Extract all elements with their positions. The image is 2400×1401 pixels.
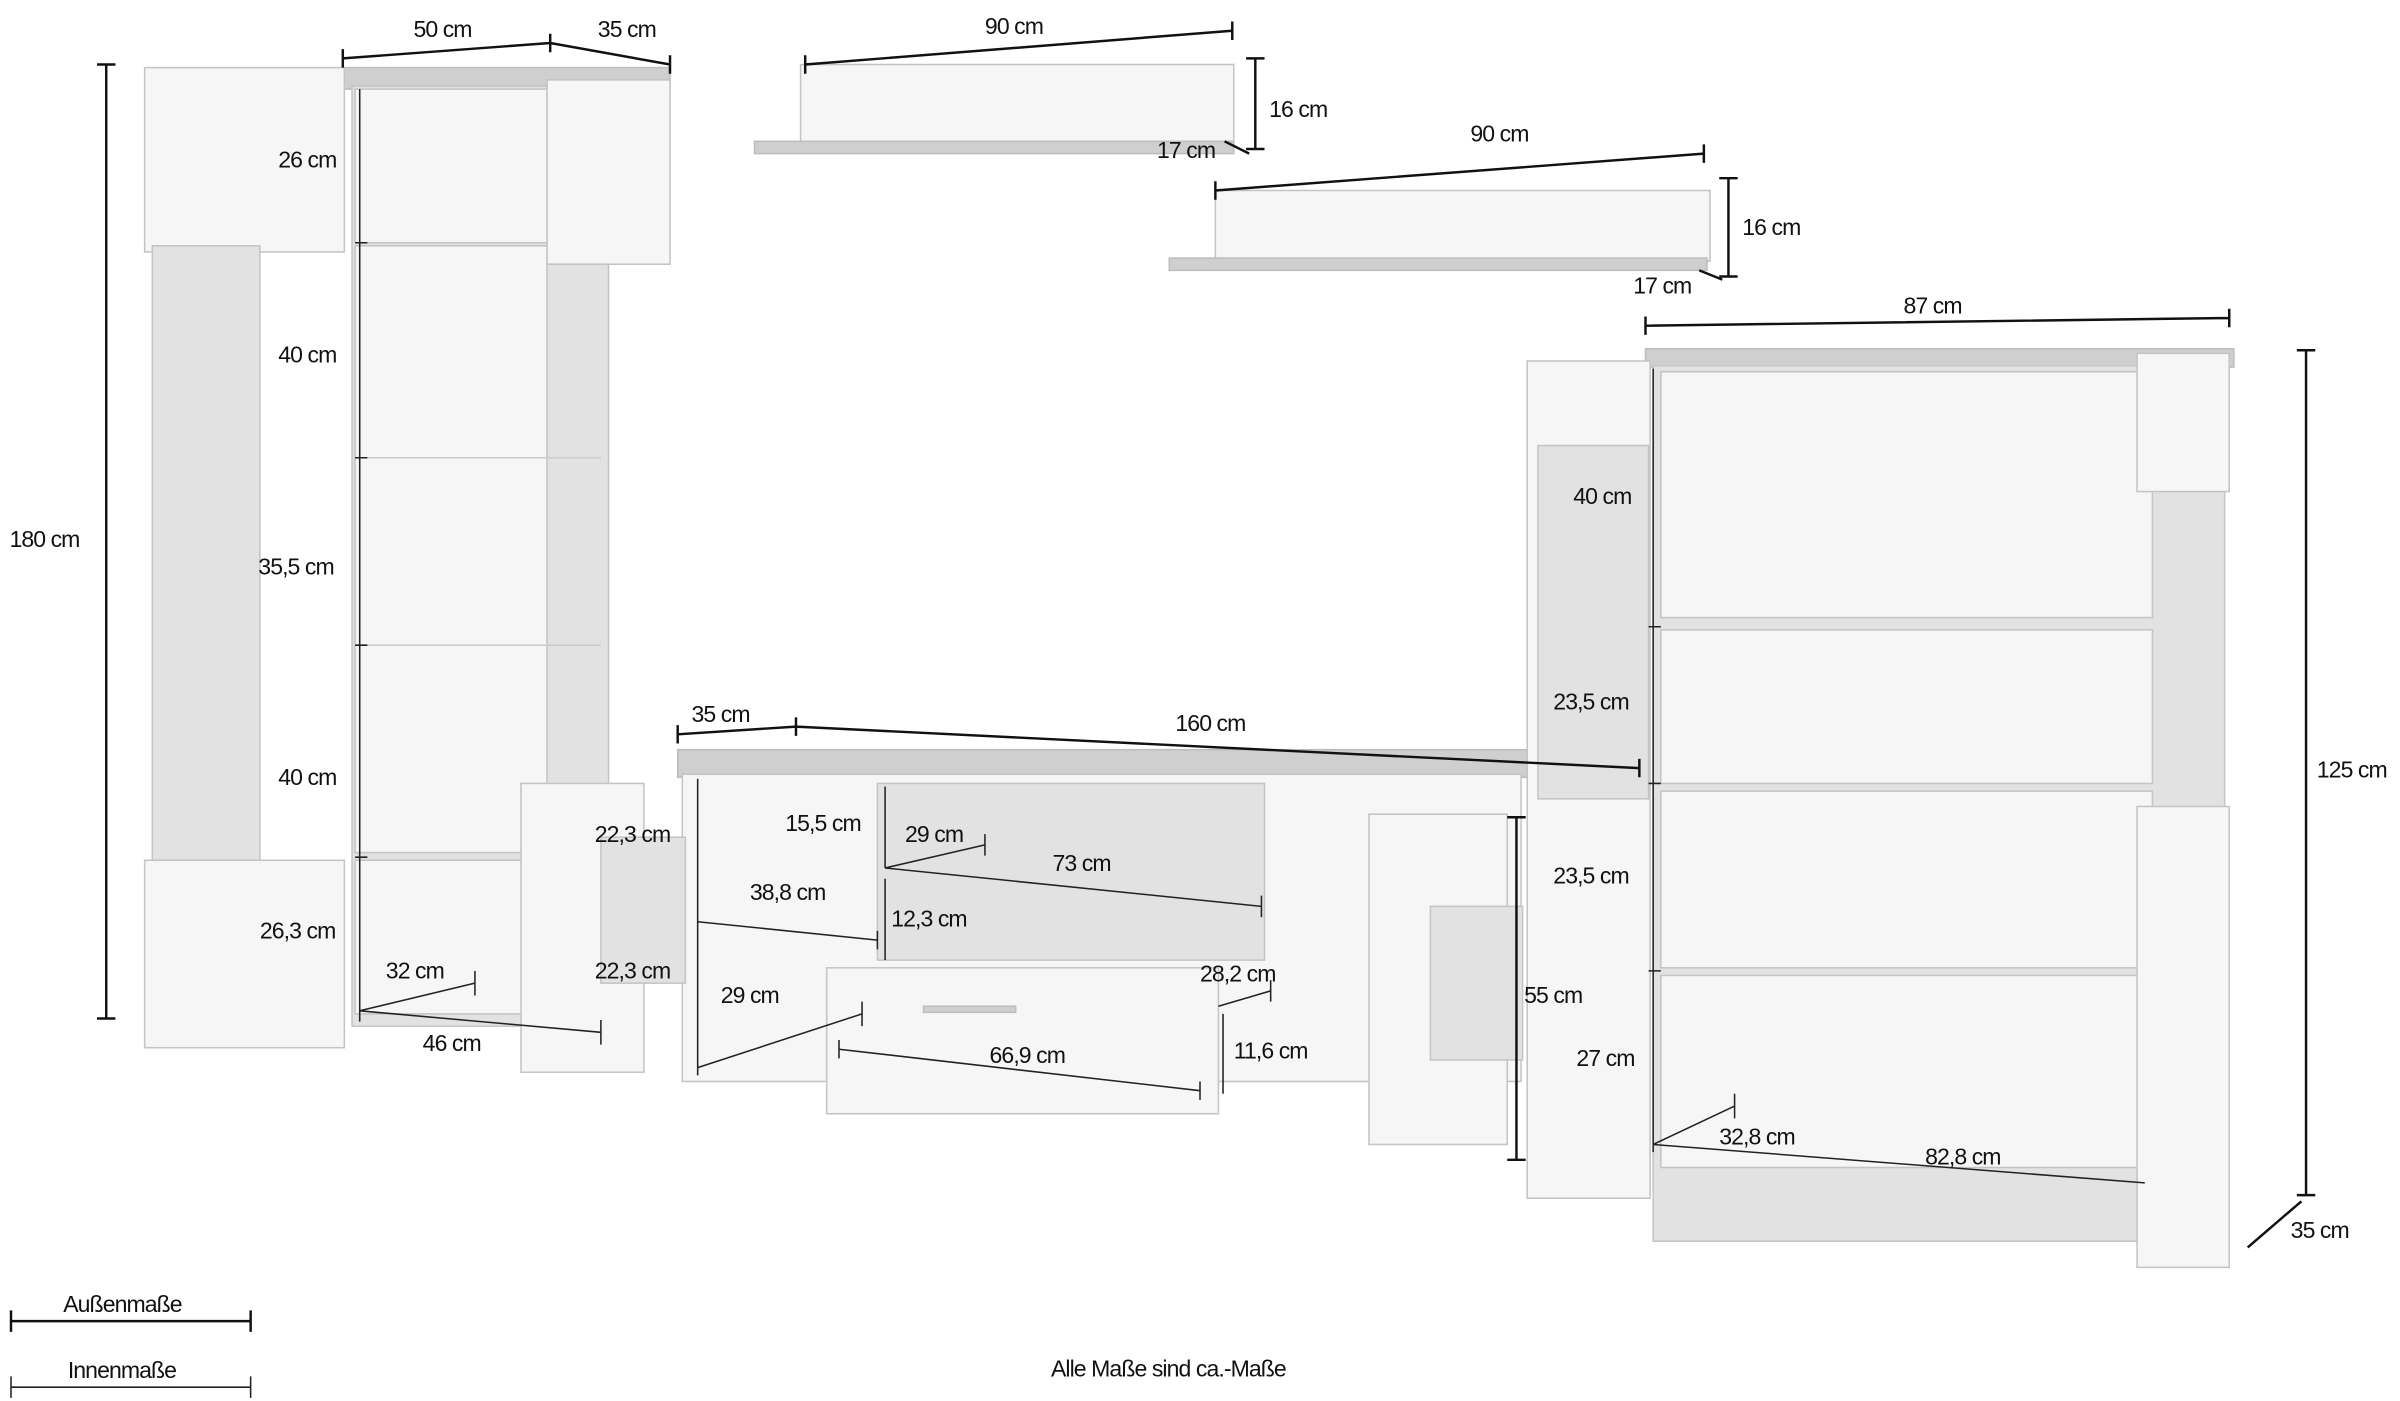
right-compartment-3-label: 23,5 cm <box>1553 862 1628 888</box>
left-compartment-3-label: 35,5 cm <box>258 554 333 580</box>
left-vitrine <box>143 66 671 1074</box>
left-inner-width-label: 46 cm <box>423 1030 481 1056</box>
right-depth-label: 35 cm <box>2291 1217 2349 1243</box>
left-depth-label: 35 cm <box>598 16 656 42</box>
right-inner-width-label: 82,8 cm <box>1925 1143 2000 1169</box>
legend-outer-line <box>9 1310 252 1332</box>
shelf2-depth-label: 17 cm <box>1633 272 1691 298</box>
tv-width-label: 160 cm <box>1175 710 1245 736</box>
tv-height-label: 55 cm <box>1524 982 1582 1008</box>
left-compartment-1-label: 26 cm <box>278 146 336 172</box>
legend-outer-label: Außenmaße <box>63 1291 182 1317</box>
tv-open-depth-label: 29 cm <box>905 821 963 847</box>
left-compartment-5-label: 26,3 cm <box>260 918 335 944</box>
tv-depth-label: 35 cm <box>692 701 750 727</box>
right-inner-depth-label: 32,8 cm <box>1719 1123 1794 1149</box>
shelf1-depth-label: 17 cm <box>1157 137 1215 163</box>
left-compartment-2-label: 40 cm <box>278 342 336 368</box>
shelf2-width-label: 90 cm <box>1470 120 1528 146</box>
legend-inner-label: Innenmaße <box>68 1357 176 1383</box>
legend: Außenmaße Innenmaße <box>9 1291 252 1398</box>
wall-shelf-2 <box>1168 189 1711 272</box>
dimension-lines <box>97 21 2316 1249</box>
drawer-width-label: 66,9 cm <box>990 1042 1065 1068</box>
right-compartment-1-label: 40 cm <box>1573 483 1631 509</box>
tv-mid-height-label: 12,3 cm <box>891 905 966 931</box>
right-height-label: 125 cm <box>2317 756 2387 782</box>
left-compartment-4-label: 40 cm <box>278 764 336 790</box>
right-highboard <box>1526 347 2235 1269</box>
drawer-height-label: 11,6 cm <box>1234 1037 1308 1063</box>
drawer-depth-label: 28,2 cm <box>1200 961 1275 987</box>
shelf1-height-label: 16 cm <box>1269 96 1327 122</box>
wall-shelf-1 <box>753 63 1235 155</box>
tv-open-width-label: 73 cm <box>1053 850 1111 876</box>
legend-inner-line <box>10 1376 252 1398</box>
right-width-label: 87 cm <box>1904 292 1962 318</box>
tv-open-height-label: 15,5 cm <box>785 810 860 836</box>
left-width-label: 50 cm <box>413 16 471 42</box>
right-compartment-4-label: 27 cm <box>1576 1045 1634 1071</box>
dimension-labels: 180 cm 50 cm 35 cm 26 cm 40 cm 35,5 cm 4… <box>9 13 2387 1243</box>
tv-bench <box>600 748 1539 1146</box>
left-height-label: 180 cm <box>9 526 79 552</box>
left-inner-depth-label: 32 cm <box>386 958 444 984</box>
shelf2-height-label: 16 cm <box>1742 214 1800 240</box>
tv-left-width-label: 38,8 cm <box>750 879 825 905</box>
tv-left-compartment-2-label: 22,3 cm <box>595 958 670 984</box>
shelf1-width-label: 90 cm <box>985 13 1043 39</box>
tv-left-depth-label: 29 cm <box>721 982 779 1008</box>
tv-left-compartment-1-label: 22,3 cm <box>595 821 670 847</box>
footer-note: Alle Maße sind ca.-Maße <box>1051 1355 1286 1381</box>
right-compartment-2-label: 23,5 cm <box>1553 689 1628 715</box>
